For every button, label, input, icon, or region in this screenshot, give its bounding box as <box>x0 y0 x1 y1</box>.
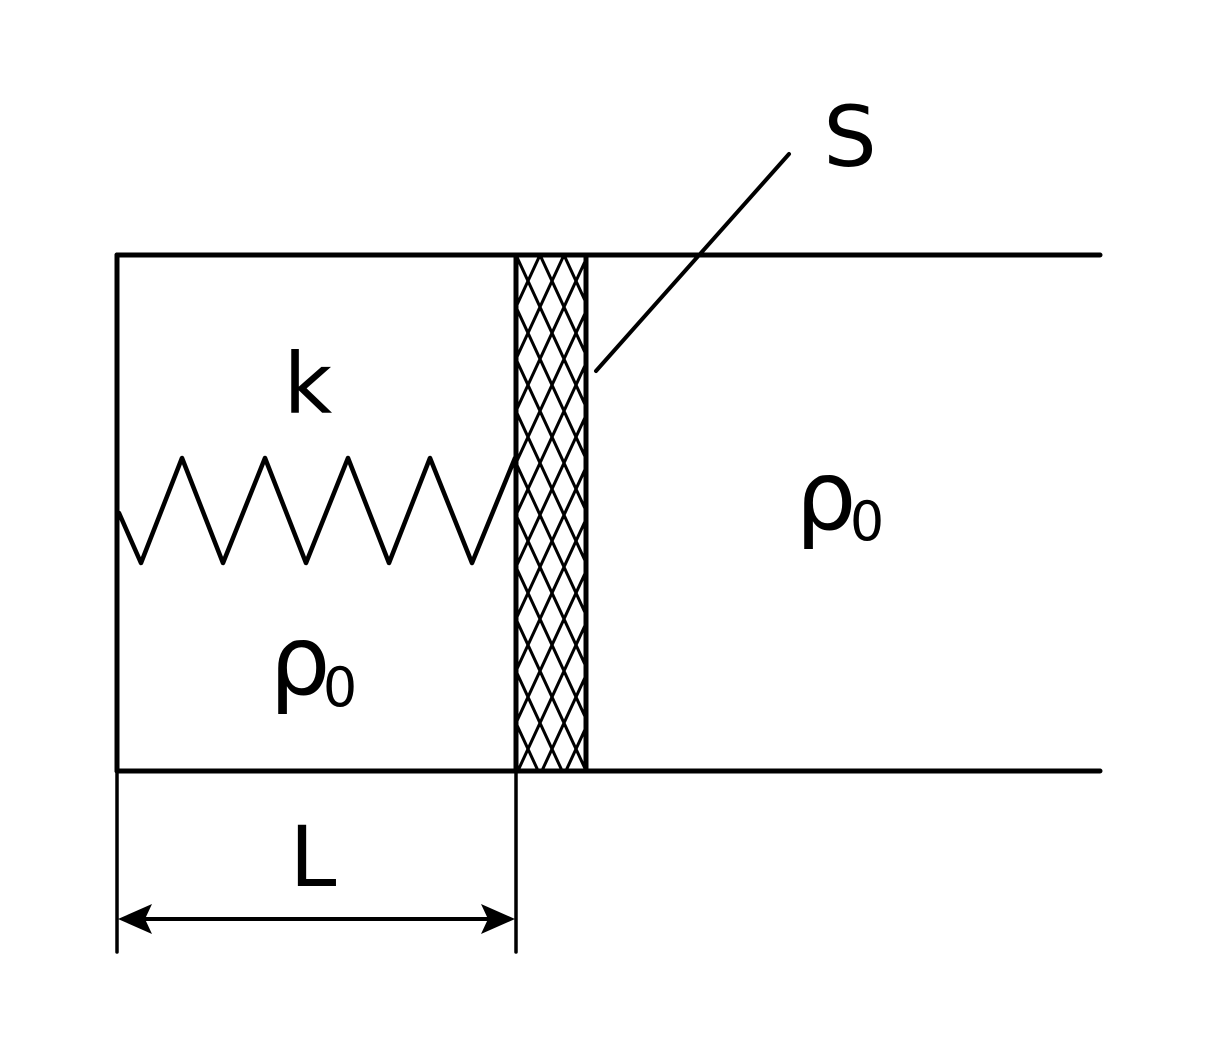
density-label-left: ρ 0 <box>270 605 358 719</box>
dimension-arrowhead-left <box>118 904 152 934</box>
piston <box>513 252 589 774</box>
density-symbol-left: ρ <box>270 605 331 717</box>
area-leader-line <box>594 152 791 373</box>
density-subscript-right: 0 <box>850 490 884 553</box>
spring <box>116 455 518 566</box>
area-label: S <box>823 88 876 186</box>
spring-constant-label: k <box>284 335 333 433</box>
length-label: L <box>290 808 337 906</box>
dimension-arrowhead-right <box>481 904 515 934</box>
density-label-right: ρ 0 <box>796 440 885 553</box>
density-symbol-right: ρ <box>796 440 857 552</box>
density-subscript-left: 0 <box>323 656 357 719</box>
